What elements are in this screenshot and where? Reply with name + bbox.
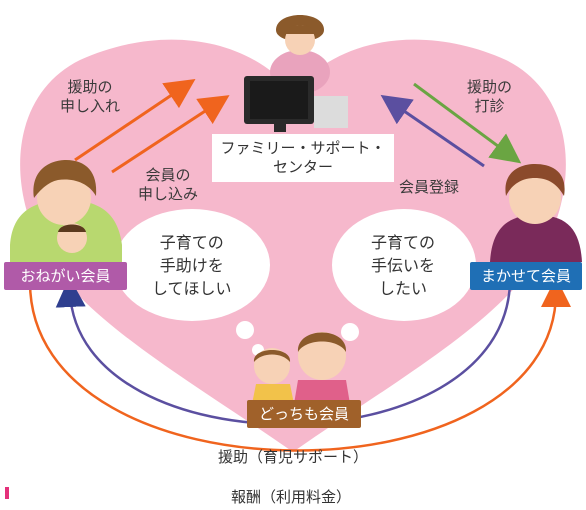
label-application: 会員の 申し込み (138, 166, 199, 203)
label-support-childcare: 援助（育児サポート） (218, 448, 369, 466)
label-reward-fee: 報酬（利用料金） (231, 488, 352, 506)
left-bubble (114, 209, 270, 356)
monitor-icon (244, 76, 348, 132)
center-line2: センター (272, 158, 333, 176)
badge-dotchimo-member: どっちも会員 (247, 400, 361, 428)
arrow-registration (380, 94, 485, 168)
bubble-right-text: 子育ての 手伝いを したい (371, 233, 436, 298)
arrow-request-support (74, 78, 196, 162)
badge-makasete-member: まかせて会員 (470, 262, 582, 290)
mother-with-baby-icon (10, 160, 122, 262)
corner-mark (5, 487, 9, 499)
bubble-left-text: 子育ての 手助けを してほしい (152, 233, 232, 298)
badge-onegai-member: おねがい会員 (4, 262, 127, 290)
family-support-center: ファミリー・サポート・ センター (212, 134, 394, 182)
arc-reward (28, 277, 571, 452)
label-request-support: 援助の 申し入れ (60, 78, 121, 115)
arrow-sounding (413, 82, 522, 164)
parent-and-child-icon (252, 332, 350, 404)
arrow-application (111, 95, 230, 174)
label-registration: 会員登録 (399, 178, 460, 196)
center-line1: ファミリー・サポート・ (220, 139, 386, 157)
label-sounding: 援助の 打診 (467, 78, 513, 115)
elderly-woman-icon (490, 164, 582, 262)
